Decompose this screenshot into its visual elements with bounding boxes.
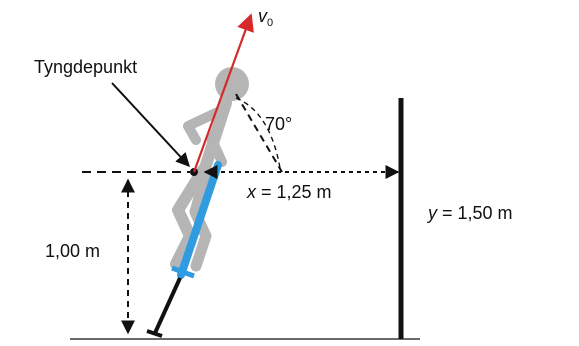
pogo-stick-rod: [153, 277, 182, 334]
pogo-stick-tip: [146, 329, 163, 338]
person-arm-front: [207, 107, 229, 167]
person-head: [215, 67, 249, 101]
velocity-arrow: [192, 13, 254, 173]
angle-label: 70°: [265, 114, 292, 134]
height-label: 1,00 m: [45, 241, 100, 261]
center-of-mass-pointer: [111, 82, 190, 168]
angle-arc: [235, 97, 281, 169]
pogo-stick: [146, 161, 222, 338]
pogo-stick-foot-rest: [171, 265, 195, 279]
angle-reference-line: [235, 93, 283, 173]
center-of-mass-label: Tyngdepunkt: [34, 57, 137, 77]
velocity-label: v0: [258, 6, 273, 29]
x-distance-label: x = 1,25 m: [246, 182, 332, 202]
wall-height-label: y = 1,50 m: [426, 203, 513, 223]
person-leg-back: [170, 164, 209, 270]
pogo-stick-body: [177, 161, 222, 279]
person-arm-back: [183, 105, 227, 145]
